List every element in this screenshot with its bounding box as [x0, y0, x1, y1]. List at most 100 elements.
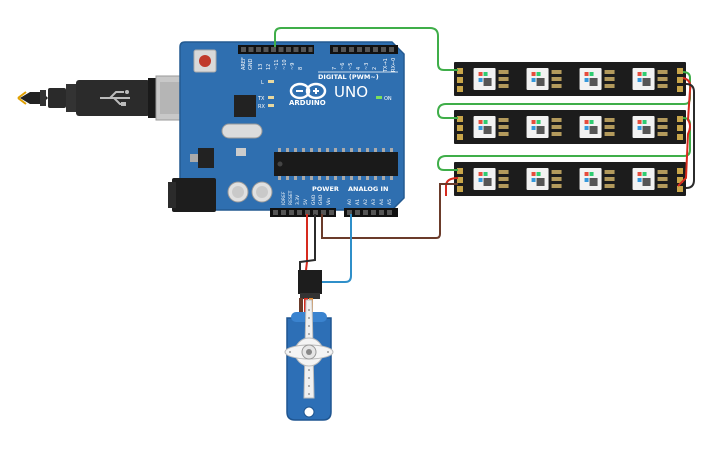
- atmega-chip: [274, 152, 398, 176]
- led-pixel-green: [642, 172, 647, 176]
- led-pixel-red: [478, 172, 483, 176]
- smd-component: [498, 118, 509, 122]
- input-pad: [457, 134, 463, 140]
- pin-label-gnd1: GND: [311, 194, 317, 205]
- input-pad: [457, 125, 463, 131]
- led-driver-chip: [483, 78, 492, 86]
- digital-header-right: [330, 45, 398, 54]
- led-driver-chip: [536, 126, 545, 134]
- led-pixel-blue: [584, 126, 589, 130]
- smd-component: [657, 77, 668, 81]
- led-pixel-green: [536, 172, 541, 176]
- pin-label-a0: A0: [347, 199, 353, 205]
- input-pad: [457, 177, 463, 183]
- smd-component: [604, 184, 615, 188]
- led-pixel-blue: [478, 78, 483, 82]
- led-strip-body: [454, 110, 686, 144]
- smd-component: [657, 170, 668, 174]
- wire-gnd-servo: [299, 214, 316, 270]
- smd-component: [498, 70, 509, 74]
- led-driver-chip: [536, 178, 545, 186]
- led-driver-chip: [483, 126, 492, 134]
- smd-component: [551, 84, 562, 88]
- usb-chip: [234, 95, 256, 117]
- power-header: [270, 208, 336, 217]
- smd-component: [604, 125, 615, 129]
- led-pixel-red: [531, 120, 536, 124]
- led-pixel-green: [589, 120, 594, 124]
- smd-component: [604, 177, 615, 181]
- led-on: [376, 96, 382, 99]
- servo-motor[interactable]: [284, 270, 334, 421]
- brand-label: ARDUINO: [289, 99, 326, 107]
- led-strip-1[interactable]: [454, 62, 686, 96]
- output-pad: [677, 186, 683, 192]
- led-pixel-blue: [637, 126, 642, 130]
- led-pixel-green: [483, 72, 488, 76]
- input-pad: [457, 116, 463, 122]
- arduino-logo: [289, 82, 327, 100]
- led-pixel-red: [637, 72, 642, 76]
- led-tx-label: TX: [257, 96, 265, 102]
- smd-component: [551, 125, 562, 129]
- led-driver-chip: [483, 178, 492, 186]
- crystal: [221, 123, 263, 139]
- input-pad: [457, 77, 463, 83]
- led-strip-body: [454, 62, 686, 96]
- pin-label-3v3: 3.3V: [295, 194, 301, 205]
- led-pixel-green: [642, 120, 647, 124]
- smd-component: [657, 184, 668, 188]
- led-driver-chip: [589, 178, 598, 186]
- led-rx-label: RX: [258, 104, 265, 110]
- smd-component: [498, 84, 509, 88]
- led-rx: [268, 104, 274, 107]
- smd-component: [657, 70, 668, 74]
- wire-ground-strips: [685, 83, 695, 189]
- pin-label-d11: ~11: [274, 59, 280, 70]
- smd-component: [551, 70, 562, 74]
- led-pixel-green: [642, 72, 647, 76]
- arduino-uno-board[interactable]: AREF GND 13 12 ~11 ~10 ~9 8 7 ~6 ~5 4 ~3…: [168, 41, 405, 217]
- smd-component: [498, 184, 509, 188]
- pin-label-d8: 8: [298, 67, 304, 70]
- pin-label-aref: AREF: [241, 57, 247, 70]
- pin-label-a4: A4: [379, 199, 385, 205]
- led-strip-2[interactable]: [454, 110, 686, 144]
- wire-data-to-strip1: [274, 27, 458, 71]
- input-pad: [457, 86, 463, 92]
- pin-label-d5: ~5: [348, 63, 354, 70]
- pin-label-d7: 7: [332, 67, 338, 70]
- smd-component: [604, 170, 615, 174]
- pin-label-ioref: IOREF: [281, 191, 287, 205]
- input-pad: [457, 168, 463, 174]
- output-pad: [677, 116, 683, 122]
- pin-label-d2: 2: [372, 67, 378, 70]
- led-strip-3[interactable]: [454, 162, 686, 196]
- servo-horn[interactable]: [284, 299, 334, 399]
- led-pixel-green: [589, 172, 594, 176]
- input-pad: [457, 68, 463, 74]
- wire-ground-board: [321, 183, 458, 239]
- smd-component: [657, 84, 668, 88]
- smd-component: [657, 125, 668, 129]
- led-pixel-red: [478, 120, 483, 124]
- led-pixel-blue: [478, 126, 483, 130]
- output-pad: [677, 177, 683, 183]
- wire-chain-strip1-strip2: [436, 71, 691, 119]
- smd-component: [498, 132, 509, 136]
- led-on-label: ON: [384, 96, 392, 102]
- pin-label-d6: ~6: [340, 63, 346, 70]
- led-driver-chip: [589, 78, 598, 86]
- smd-component: [551, 177, 562, 181]
- pin-label-d13: 13: [258, 64, 264, 70]
- smd-component: [657, 118, 668, 122]
- output-pad: [677, 134, 683, 140]
- analog-section-label: ANALOG IN: [348, 185, 388, 193]
- led-pixel-red: [637, 172, 642, 176]
- pin-label-gnd2: GND: [318, 194, 324, 205]
- smd-component: [498, 125, 509, 129]
- pin-label-rx0: RX←0: [391, 58, 397, 72]
- led-pixel-green: [483, 120, 488, 124]
- led-pixel-blue: [637, 178, 642, 182]
